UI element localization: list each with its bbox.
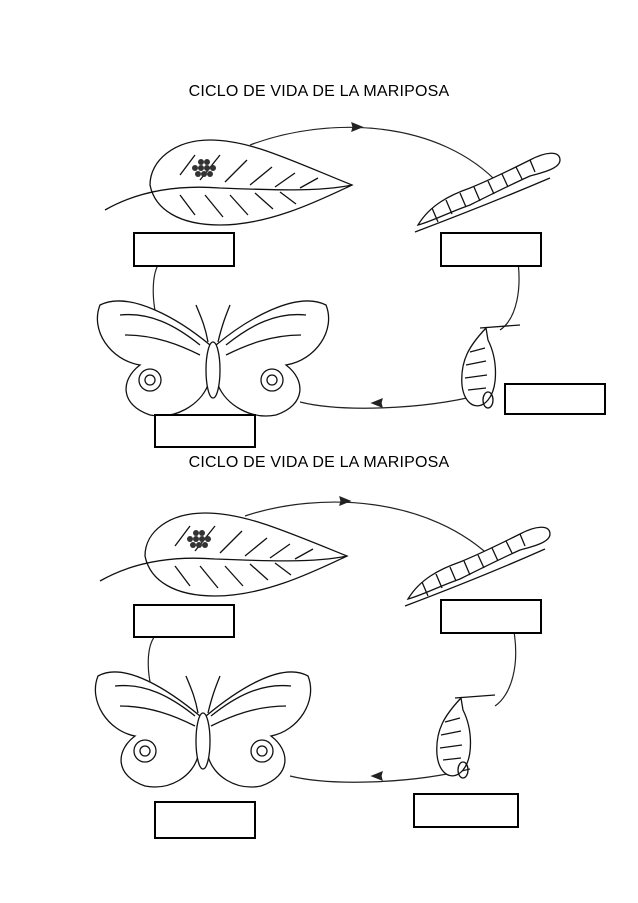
- leaf-eggs-icon: [99, 512, 349, 597]
- worksheet-2: CICLO DE VIDA DE LA MARIPOSA: [0, 451, 638, 891]
- answer-box-eggs[interactable]: [133, 232, 235, 267]
- caterpillar-icon: [414, 152, 561, 233]
- leaf-eggs-icon: [104, 139, 354, 226]
- answer-box-adult[interactable]: [154, 801, 256, 839]
- worksheet-1: CICLO DE VIDA DE LA MARIPOSA: [0, 0, 638, 448]
- answer-box-eggs[interactable]: [133, 604, 235, 638]
- life-cycle-illustration: [94, 496, 551, 788]
- answer-box-pupa[interactable]: [413, 793, 519, 828]
- answer-box-larva[interactable]: [440, 599, 542, 634]
- butterfly-icon: [94, 671, 312, 788]
- worksheet-title: CICLO DE VIDA DE LA MARIPOSA: [188, 454, 450, 471]
- chrysalis-icon: [436, 694, 496, 779]
- caterpillar-icon: [404, 526, 551, 607]
- life-cycle-illustration: [96, 122, 561, 417]
- answer-box-larva[interactable]: [440, 232, 542, 267]
- worksheet-title: CICLO DE VIDA DE LA MARIPOSA: [188, 83, 450, 100]
- chrysalis-icon: [461, 324, 521, 409]
- answer-box-adult[interactable]: [154, 414, 256, 448]
- butterfly-icon: [96, 300, 330, 417]
- answer-box-pupa[interactable]: [504, 383, 606, 415]
